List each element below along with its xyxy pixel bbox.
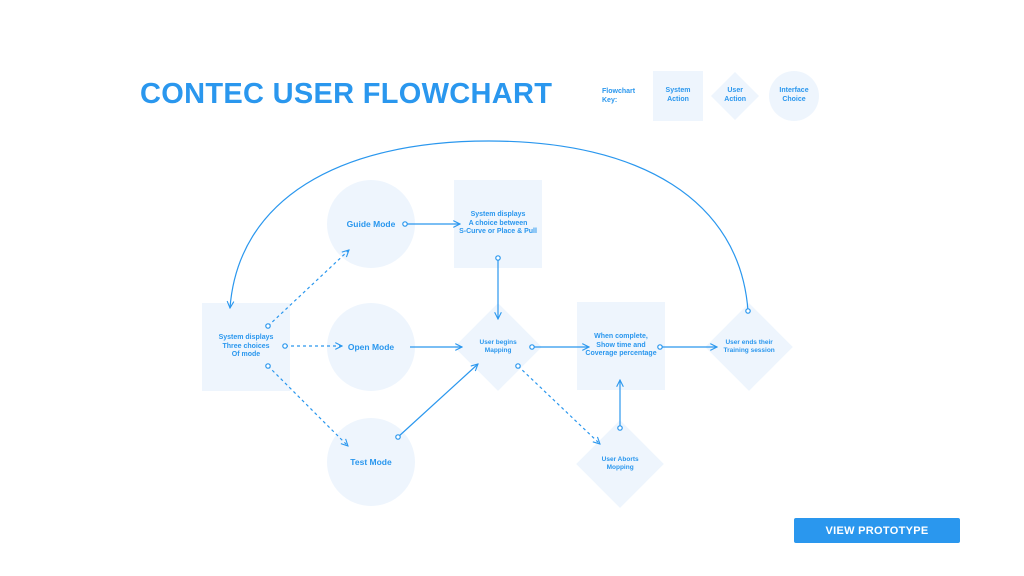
connector-to-test — [267, 365, 348, 446]
node-when-complete: When complete, Show time and Coverage pe… — [577, 302, 665, 390]
node-choice-scurve: System displays A choice between S-Curve… — [454, 180, 542, 268]
key-system-action-label: System Action — [665, 87, 691, 103]
node-test-mode: Test Mode — [327, 418, 415, 506]
connector-test-to-mapping — [397, 364, 478, 438]
flowchart-key-label: Flowchart Key: — [602, 88, 636, 104]
connector-mapping-to-abort — [517, 365, 600, 444]
node-when-complete-label: When complete, Show time and Coverage pe… — [585, 333, 657, 358]
connector-return-arc — [230, 140, 749, 312]
node-choice-scurve-label: System displays A choice between S-Curve… — [459, 211, 537, 236]
view-prototype-button[interactable]: VIEW PROTOTYPE — [794, 518, 960, 543]
key-interface-choice-label: Interface Choice — [779, 87, 809, 103]
node-guide-mode-label: Guide Mode — [346, 218, 396, 229]
node-open-mode-label: Open Mode — [347, 341, 395, 352]
node-test-mode-label: Test Mode — [350, 456, 392, 467]
node-three-choices-label: System displays Three choices Of mode — [218, 334, 274, 359]
page-title: CONTEC USER FLOWCHART — [140, 78, 553, 110]
node-three-choices: System displays Three choices Of mode — [202, 303, 290, 391]
key-interface-choice: Interface Choice — [769, 71, 819, 121]
key-system-action: System Action — [653, 71, 703, 121]
connector-to-guide — [267, 250, 349, 327]
